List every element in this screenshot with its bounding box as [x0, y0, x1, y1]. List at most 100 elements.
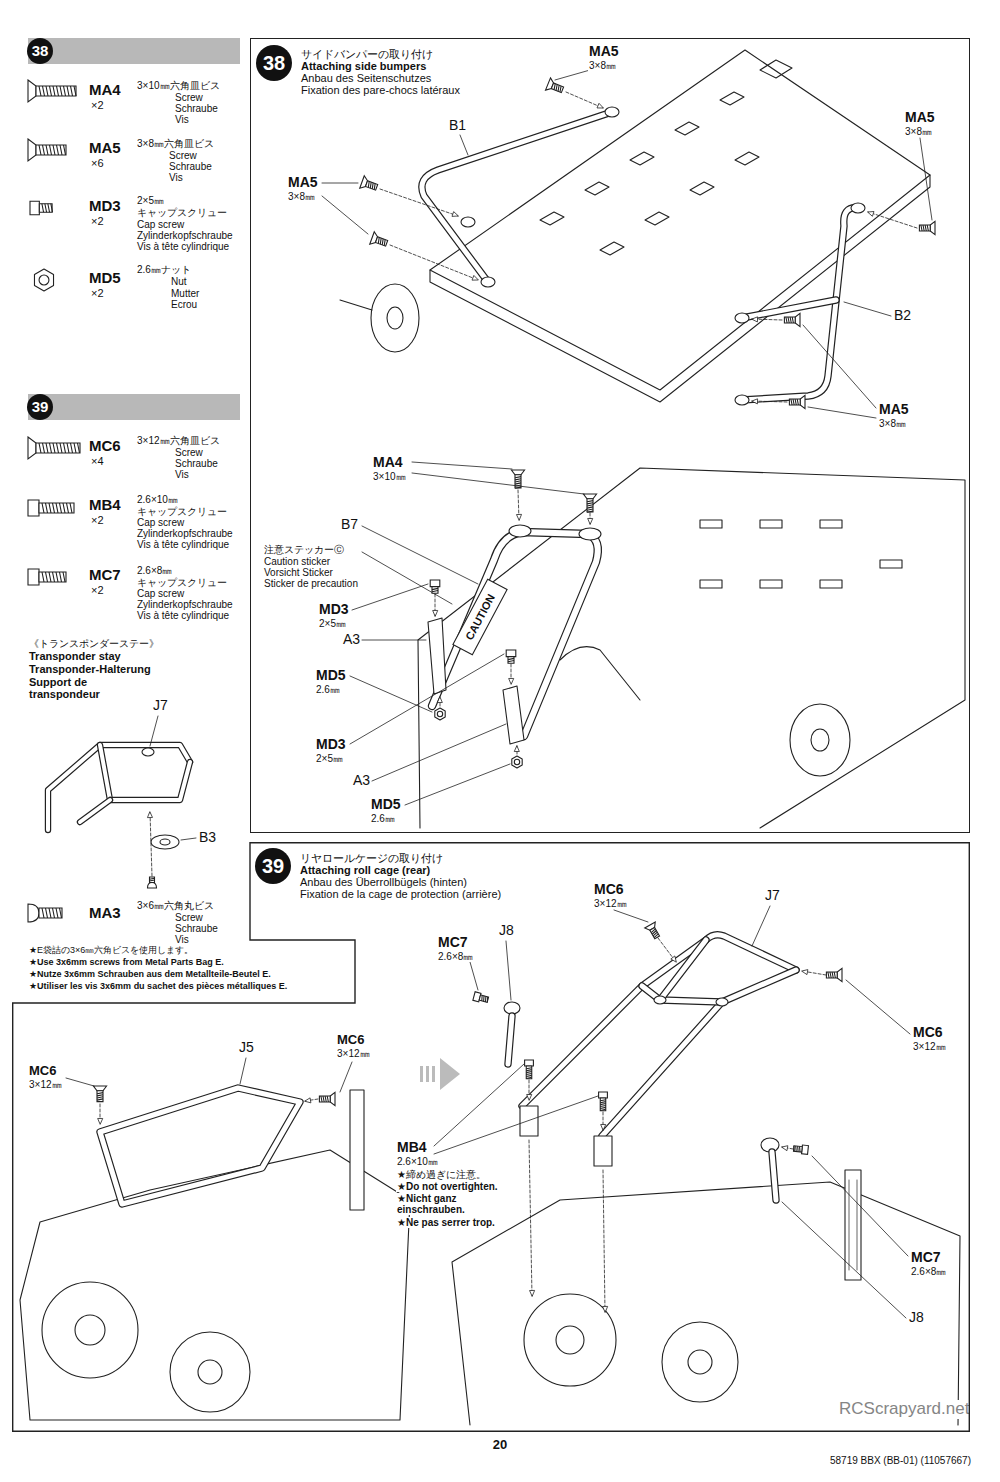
- mount-ring: [198, 1360, 222, 1384]
- guide-line: [868, 212, 917, 228]
- bracket: [428, 618, 446, 694]
- part-code: MD3: [88, 198, 122, 215]
- part-code: MA5: [287, 175, 319, 190]
- part-text: 3×10㎜: [372, 471, 407, 482]
- screw-icon: [784, 313, 800, 326]
- step-title-line: Anbau des Überrollbügels (hinten): [300, 876, 501, 888]
- screw-part: [150, 878, 155, 881]
- part-text: Sticker de precaution: [263, 578, 359, 589]
- leader-line: [808, 407, 876, 418]
- part-text: CAUTION: [462, 591, 497, 643]
- part-text: Nut: [170, 276, 188, 287]
- part-text: Screw: [174, 92, 204, 103]
- step-number-text: 39: [32, 399, 49, 416]
- screw-icon: [28, 500, 74, 516]
- page-number: 20: [492, 1438, 508, 1452]
- screw-icon: [28, 139, 66, 161]
- chassis-slot: [690, 182, 714, 195]
- leader-line: [240, 1058, 246, 1084]
- chassis-detail: [560, 647, 640, 700]
- part-code: MC6: [336, 1033, 365, 1047]
- chassis-plate: [452, 1182, 960, 1425]
- arrow-head: [601, 1124, 606, 1130]
- part-code: MC7: [88, 567, 122, 584]
- part-code: MA3: [88, 905, 122, 922]
- screw-icon: [93, 1086, 106, 1102]
- leader-line: [434, 1096, 598, 1154]
- chassis-slot: [820, 580, 842, 588]
- arrow-head: [802, 970, 808, 975]
- chassis-plate: [430, 50, 930, 390]
- part-code: MB4: [396, 1140, 428, 1155]
- leader-line: [352, 584, 428, 610]
- screw-part: [793, 1146, 800, 1152]
- part-body: [772, 1152, 776, 1200]
- step-arrow: [420, 1066, 423, 1082]
- bracket: [503, 686, 524, 744]
- leader-line: [350, 654, 504, 744]
- mount-ring: [504, 1002, 520, 1014]
- part-text: Vis: [174, 114, 190, 125]
- part-code: A3: [352, 773, 371, 788]
- screw-part: [919, 225, 930, 231]
- part-text: Cap screw: [136, 219, 185, 230]
- step-title-line: サイドバンパーの取り付け: [301, 48, 460, 60]
- leader-line: [66, 1078, 94, 1086]
- step-number: 39: [255, 848, 291, 884]
- part-text: Vis: [168, 172, 184, 183]
- screw-part: [479, 995, 488, 1002]
- part-text: Mutter: [170, 288, 200, 299]
- leader-line: [405, 764, 510, 805]
- arrow-head: [752, 399, 758, 404]
- screw-part: [600, 1098, 606, 1111]
- leader-line: [362, 552, 452, 604]
- part-text: 3×8㎜: [588, 60, 617, 71]
- part-text: 3×8㎜: [904, 126, 933, 137]
- step-arrow: [432, 1066, 435, 1082]
- part-code: MB4: [88, 497, 122, 514]
- step-number-text: 38: [263, 52, 285, 74]
- part-text: 2.6㎜ナット: [136, 264, 192, 275]
- screw-part: [39, 145, 66, 155]
- arrow-head: [671, 956, 676, 962]
- screw-part: [319, 1096, 330, 1102]
- leader-line: [846, 980, 910, 1034]
- chassis-slot: [600, 242, 624, 255]
- arrow-head: [433, 610, 438, 616]
- part-text: 2×5㎜: [136, 195, 165, 206]
- step-frame: サイドバンパーの取り付けAttaching side bumpersAnbau …: [250, 38, 970, 833]
- part-code: MC7: [437, 935, 469, 950]
- text-wrap: 39: [32, 399, 49, 416]
- part-body: [602, 970, 796, 1136]
- screw-part: [651, 929, 659, 938]
- screw-part: [826, 972, 837, 978]
- screw-part: [36, 86, 76, 96]
- leader-line: [362, 640, 426, 641]
- chassis-slot: [630, 152, 654, 165]
- screw-icon: [473, 992, 489, 1004]
- mount-ring: [579, 528, 601, 540]
- mount-ring: [160, 839, 170, 845]
- part-outline: [100, 1088, 300, 1204]
- step-number-text: 38: [32, 43, 49, 60]
- part-code: B7: [340, 517, 359, 532]
- leader-line: [322, 183, 358, 184]
- chassis-slot: [585, 182, 609, 195]
- screw-part: [377, 237, 386, 245]
- part-body: [100, 745, 190, 800]
- shock-spring: [849, 1180, 857, 1270]
- chassis-slot: [760, 60, 792, 78]
- step-arrow: [440, 1058, 460, 1090]
- screw-icon: [506, 650, 516, 663]
- part-text: Schraube: [174, 458, 219, 469]
- screw-part: [28, 80, 36, 102]
- screw-icon: [525, 1060, 534, 1079]
- part-text: 注意ステッカーⒸ: [263, 544, 345, 555]
- screw-part: [148, 883, 157, 889]
- part-body: [508, 1016, 512, 1064]
- chassis-slot: [760, 580, 782, 588]
- spacer: [520, 1106, 538, 1136]
- part-text: Cap screw: [136, 588, 185, 599]
- screw-part: [800, 395, 805, 408]
- screw-part: [430, 580, 440, 587]
